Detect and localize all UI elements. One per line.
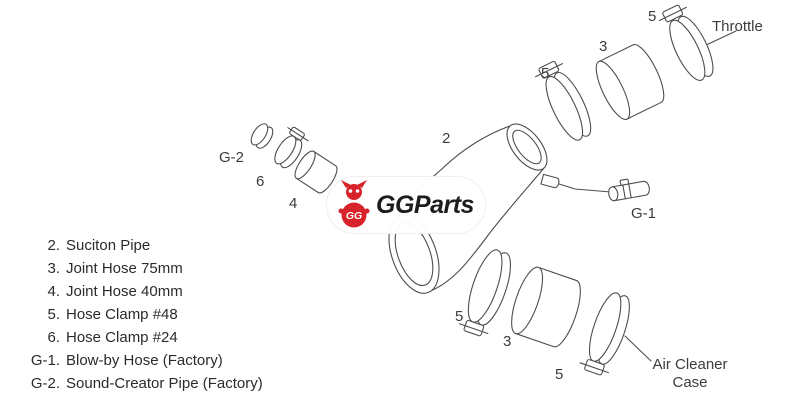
callout-clamp48-upper: 5 bbox=[541, 65, 550, 82]
parts-list-item-5: 5. Hose Clamp #48 bbox=[20, 303, 263, 326]
part-label: Joint Hose 75mm bbox=[66, 260, 183, 277]
part-label: Suciton Pipe bbox=[66, 237, 151, 254]
air-cleaner-leader-line bbox=[624, 335, 652, 362]
wordmark-gg: GG bbox=[376, 190, 414, 219]
part-label: Sound-Creator Pipe (Factory) bbox=[66, 375, 263, 392]
joint-hose-75-upper bbox=[595, 44, 665, 120]
blow-by-hose bbox=[608, 178, 650, 202]
wordmark-parts: Parts bbox=[413, 190, 475, 219]
part-number: G-1. bbox=[30, 352, 60, 369]
parts-list-item-4: 4. Joint Hose 40mm bbox=[20, 280, 263, 303]
hose-clamp-24 bbox=[274, 126, 309, 169]
part-label: Hose Clamp #24 bbox=[66, 329, 178, 346]
hose-clamp-48-lower-2 bbox=[579, 292, 630, 376]
part-label: Hose Clamp #48 bbox=[66, 306, 178, 323]
throttle-leader-line bbox=[701, 30, 737, 48]
parts-list-item-g1: G-1. Blow-by Hose (Factory) bbox=[20, 349, 263, 372]
g1-leader-line bbox=[555, 182, 612, 193]
part-number: G-2. bbox=[30, 375, 60, 392]
ggparts-logo: GG GGParts bbox=[326, 176, 486, 234]
callout-clamp48-lower2: 5 bbox=[555, 366, 564, 383]
parts-list-item-3: 3. Joint Hose 75mm bbox=[20, 257, 263, 280]
callout-hose40: 4 bbox=[289, 195, 298, 212]
callout-g2: G-2 bbox=[219, 149, 245, 166]
pipe-nipple bbox=[540, 173, 560, 189]
pipe-upper-opening bbox=[506, 123, 548, 171]
mascot-badge-text: GG bbox=[346, 210, 362, 222]
hose-clamp-48-lower-1 bbox=[458, 249, 512, 337]
sound-creator-pipe-ring bbox=[250, 123, 274, 149]
callout-g1: G-1 bbox=[631, 205, 657, 222]
parts-list-item-2: 2. Suciton Pipe bbox=[20, 234, 263, 257]
callout-hose75-top: 3 bbox=[599, 38, 608, 55]
part-number: 3. bbox=[47, 260, 60, 277]
callout-clamp48-lower1: 5 bbox=[455, 308, 464, 325]
parts-list-item-g2: G-2. Sound-Creator Pipe (Factory) bbox=[20, 372, 263, 395]
part-number: 2. bbox=[47, 237, 60, 254]
throttle-label: Throttle bbox=[712, 18, 763, 35]
joint-hose-75-lower bbox=[511, 266, 581, 348]
air-cleaner-label-line2: Case bbox=[672, 374, 708, 391]
part-number: 5. bbox=[47, 306, 60, 323]
part-label: Blow-by Hose (Factory) bbox=[66, 352, 223, 369]
part-number: 6. bbox=[47, 329, 60, 346]
parts-list-item-6: 6. Hose Clamp #24 bbox=[20, 326, 263, 349]
callout-clamp24: 6 bbox=[256, 173, 265, 190]
joint-hose-40 bbox=[294, 150, 338, 194]
part-number: 4. bbox=[47, 283, 60, 300]
callout-clamp48-top: 5 bbox=[648, 8, 657, 25]
part-label: Joint Hose 40mm bbox=[66, 283, 183, 300]
air-cleaner-label-line1: Air Cleaner bbox=[652, 356, 728, 373]
hose-clamp-48-upper-1 bbox=[534, 60, 592, 141]
callout-hose75-bottom: 3 bbox=[503, 333, 512, 350]
callout-suction-pipe: 2 bbox=[442, 130, 451, 147]
ggparts-wordmark: GGParts bbox=[376, 191, 474, 220]
air-cleaner-label: Air Cleaner Case bbox=[644, 356, 736, 392]
parts-list: 2. Suciton Pipe 3. Joint Hose 75mm 4. Joint… bbox=[20, 234, 263, 395]
ggparts-mascot-icon: GG bbox=[338, 180, 370, 228]
hose-clamp-48-upper-2 bbox=[658, 4, 714, 81]
